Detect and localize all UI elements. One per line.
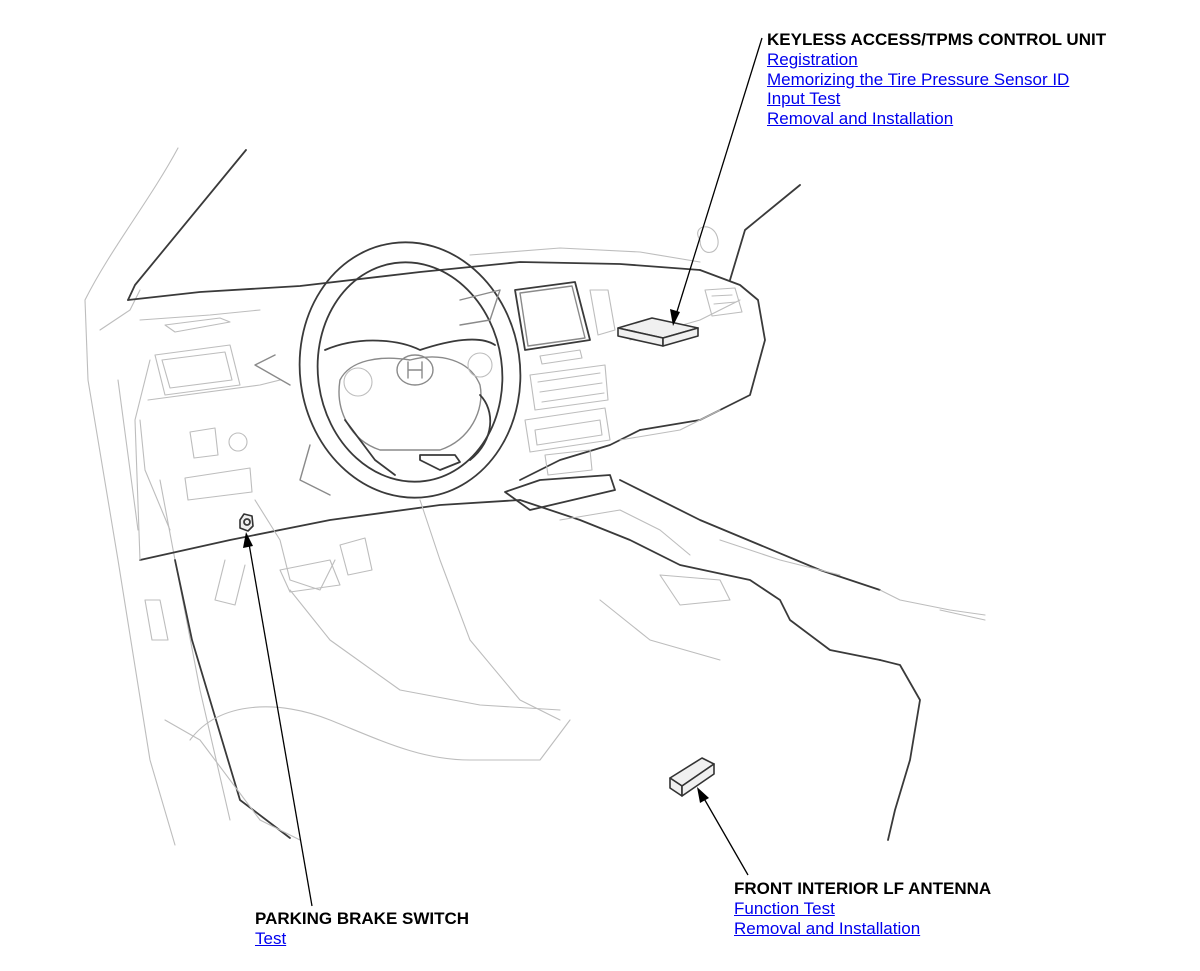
floor xyxy=(164,499,721,841)
keyless-control-unit xyxy=(617,317,699,347)
leader-line-keyless xyxy=(674,37,763,319)
left-vent xyxy=(139,344,281,531)
leader-line-antenna xyxy=(701,794,749,876)
callout-title-antenna: FRONT INTERIOR LF ANTENNA xyxy=(734,879,992,898)
link-input-test[interactable]: Input Test xyxy=(767,89,841,108)
lower-dash xyxy=(134,359,521,606)
callout-title-keyless: KEYLESS ACCESS/TPMS CONTROL UNIT xyxy=(767,30,1107,49)
link-removal-installation-antenna[interactable]: Removal and Installation xyxy=(734,918,921,938)
parking-brake-switch-part xyxy=(239,513,254,532)
front-interior-antenna-part xyxy=(669,757,715,797)
link-function-test[interactable]: Function Test xyxy=(734,899,835,918)
callout-front-interior-antenna: FRONT INTERIOR LF ANTENNA Function Test … xyxy=(734,879,991,938)
callout-title-parking: PARKING BRAKE SWITCH xyxy=(255,909,470,928)
center-stack xyxy=(504,281,743,511)
callout-keyless-access: KEYLESS ACCESS/TPMS CONTROL UNIT Registr… xyxy=(767,30,1106,128)
arrowhead-keyless xyxy=(670,309,680,326)
link-registration[interactable]: Registration xyxy=(767,50,858,69)
left-a-pillar xyxy=(84,147,291,846)
center-console xyxy=(519,479,986,841)
link-parking-test[interactable]: Test xyxy=(255,929,287,948)
steering-wheel xyxy=(254,241,522,499)
callout-parking-brake-switch: PARKING BRAKE SWITCH Test xyxy=(255,909,469,949)
leader-line-parking xyxy=(247,537,313,907)
arrowhead-antenna xyxy=(697,787,709,803)
link-removal-installation-keyless[interactable]: Removal and Installation xyxy=(767,108,954,128)
arrowhead-parking xyxy=(243,532,253,548)
link-memorizing-sensor-id[interactable]: Memorizing the Tire Pressure Sensor ID xyxy=(767,69,1070,89)
